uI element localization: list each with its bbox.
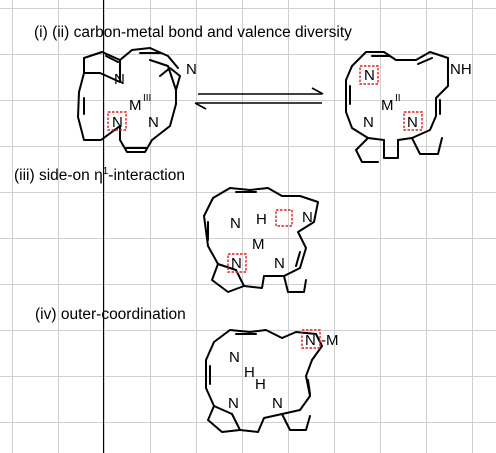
- equilibrium-arrows: [194, 87, 324, 110]
- structure-2: [345, 51, 449, 163]
- atom-n: N: [231, 255, 242, 272]
- atom-n: N: [274, 255, 285, 272]
- structure-4: [205, 329, 323, 433]
- atom-metal: M: [381, 97, 394, 114]
- highlight-boxes: [107, 65, 423, 349]
- atom-n: N: [112, 114, 123, 131]
- atom-h: H: [255, 376, 266, 393]
- atom-n: N: [364, 67, 375, 84]
- atom-n: N: [302, 209, 313, 226]
- atom-n: N: [186, 61, 197, 78]
- atom-nh: NH: [450, 61, 472, 78]
- oxidation-state: III: [143, 93, 151, 104]
- atom-n: N: [407, 114, 418, 131]
- section-3-title: (iii) side-on η1-interaction: [14, 166, 185, 185]
- atom-n: N: [229, 349, 240, 366]
- structure-1: [77, 47, 181, 153]
- atom-n: N: [148, 114, 159, 131]
- atom-n: N: [114, 71, 125, 88]
- atom-n: N: [305, 332, 316, 349]
- cursor-line: [103, 0, 104, 453]
- structure-3: [203, 187, 319, 293]
- atom-n: N: [230, 215, 241, 232]
- atom-h: H: [256, 211, 267, 228]
- atom-h: H: [244, 364, 255, 381]
- atom-metal: M: [252, 236, 265, 253]
- oxidation-state: II: [395, 93, 401, 104]
- atom-n: N: [363, 114, 374, 131]
- external-metal: -M: [321, 332, 339, 349]
- section-4-title: (iv) outer-coordination: [35, 306, 186, 323]
- atom-metal: M: [129, 97, 142, 114]
- atom-n: N: [228, 395, 239, 412]
- section-1-title: (i) (ii) carbon-metal bond and valence d…: [34, 24, 352, 41]
- atom-n: N: [272, 395, 283, 412]
